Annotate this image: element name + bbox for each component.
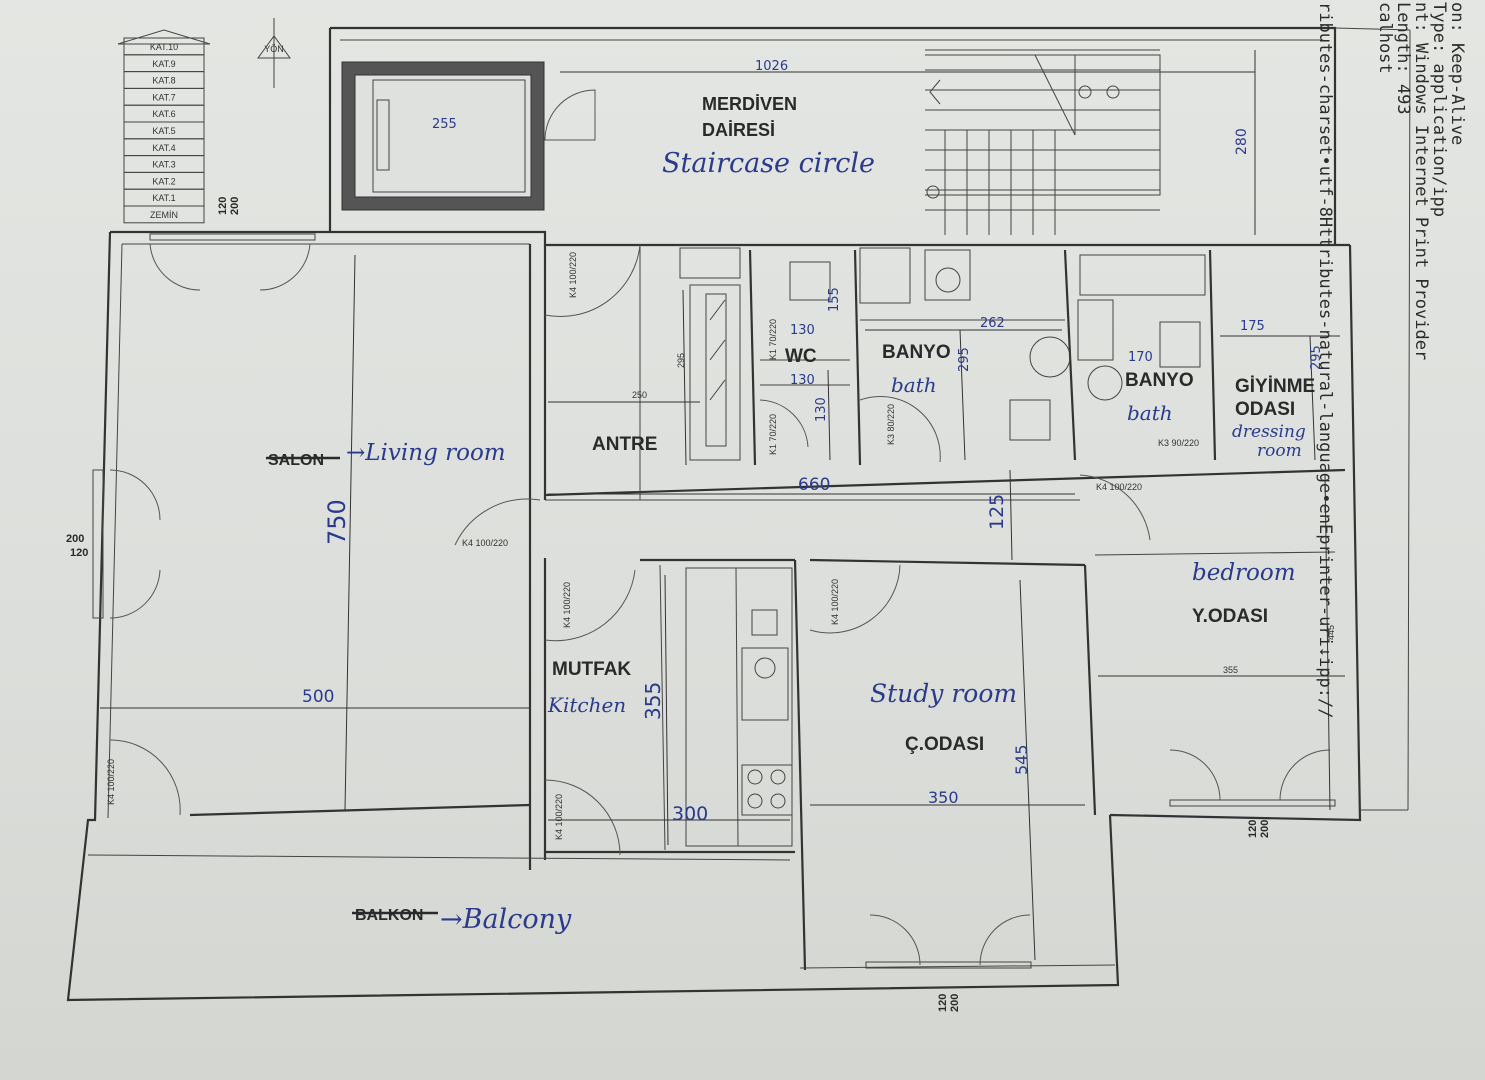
dim-255: 255 <box>432 117 457 132</box>
annotation-kitchen: Kitchen <box>547 693 626 717</box>
code-k1-wc-2: K1 70/220 <box>768 414 778 455</box>
overprint-line-5: calhost <box>1375 2 1395 74</box>
annotation-bath-1: bath <box>891 373 937 397</box>
dim-295-banyo: 295 <box>957 347 972 372</box>
room-label-c-odasi: Ç.ODASI <box>905 734 984 755</box>
window-code-bottom-a: 200 <box>949 994 961 1012</box>
dim-125: 125 <box>986 494 1008 530</box>
dim-750: 750 <box>323 499 351 545</box>
code-k4-yatak: K4 100/220 <box>1096 482 1142 492</box>
room-label-banyo-1: BANYO <box>882 342 951 363</box>
code-k3-banyo: K3 80/220 <box>886 404 896 445</box>
annotation-staircase: Staircase circle <box>662 148 875 179</box>
annotation-dressing: dressing <box>1232 422 1306 442</box>
north-arrow-label: YÖN <box>264 44 284 54</box>
room-label-mutfak: MUTFAK <box>552 659 631 680</box>
floor-level-label: KAT.1 <box>152 193 175 203</box>
floor-level-label: KAT.8 <box>152 76 175 86</box>
room-label-dairesi: DAİRESİ <box>702 120 775 140</box>
annotation-bedroom: bedroom <box>1192 560 1296 586</box>
room-label-balkon: BALKON <box>355 907 423 924</box>
overprint-line-2: Type: application/ipp <box>1429 2 1449 217</box>
handwritten-annotations: Staircase circle →Living room bath bath … <box>346 148 1306 935</box>
floor-level-label: KAT.7 <box>152 92 175 102</box>
dim-355-y: 355 <box>1223 665 1238 675</box>
dim-130-a: 130 <box>790 323 815 338</box>
code-k4-antre: K4 100/220 <box>568 252 578 298</box>
overprint-line-3: nt: Windows Internet Print Provider <box>1411 2 1431 360</box>
room-label-y-odasi: Y.ODASI <box>1192 606 1268 627</box>
code-k4-mutfak-2: K4 100/220 <box>554 794 564 840</box>
dim-660: 660 <box>798 475 830 495</box>
window-code-right-a: 200 <box>1259 820 1271 838</box>
room-label-odasi: ODASI <box>1235 399 1295 420</box>
floor-level-label: KAT.9 <box>152 59 175 69</box>
code-k1-wc: K1 70/220 <box>768 319 778 360</box>
window-code-left-a: 200 <box>66 533 84 545</box>
room-label-salon: SALON <box>268 452 324 469</box>
dim-300: 300 <box>672 803 708 825</box>
window-code-right-b: 120 <box>1247 820 1259 838</box>
room-label-wc: WC <box>785 346 817 367</box>
window-code-top-a: 200 <box>229 197 241 215</box>
dim-295-giyinme: 295 <box>1309 345 1324 370</box>
staircase <box>925 49 1160 235</box>
dim-355-m: 355 <box>641 682 665 720</box>
floor-level-label: ZEMİN <box>150 210 178 220</box>
overprint-line-4: Length: 493 <box>1393 2 1413 115</box>
code-k4-salon: K4 100/220 <box>462 538 508 548</box>
dim-350: 350 <box>928 788 959 807</box>
floor-level-label: KAT.2 <box>152 176 175 186</box>
floor-level-label: KAT.5 <box>152 126 175 136</box>
annotation-bath-2: bath <box>1127 401 1173 425</box>
code-k4-balkon: K4 100/220 <box>106 759 116 805</box>
dim-295-antre: 295 <box>676 353 686 368</box>
opening-codes: K4 100/220 K4 100/220 K4 100/220 K4 100/… <box>66 197 1271 1012</box>
building-walls <box>66 26 1411 1002</box>
dim-170: 170 <box>1128 350 1153 365</box>
annotation-study-room: Study room <box>870 679 1017 708</box>
code-k3-banyo-2: K3 90/220 <box>1158 438 1199 448</box>
room-label-banyo-2: BANYO <box>1125 370 1194 391</box>
window-code-top-b: 120 <box>217 197 229 215</box>
annotation-living-room: →Living room <box>346 440 506 466</box>
dim-445: 445 <box>1326 625 1336 640</box>
code-k4-calisma: K4 100/220 <box>830 579 840 625</box>
dim-1026: 1026 <box>755 59 788 74</box>
dim-262: 262 <box>980 316 1005 331</box>
window-code-left-b: 120 <box>70 547 88 559</box>
floor-level-label: KAT.10 <box>150 42 178 52</box>
dim-280: 280 <box>1234 128 1250 155</box>
floor-level-stack: KAT.10KAT.9KAT.8KAT.7KAT.6KAT.5KAT.4KAT.… <box>117 29 211 224</box>
dim-500: 500 <box>302 687 334 707</box>
room-label-merdiven: MERDİVEN <box>702 94 797 114</box>
dim-155: 155 <box>827 287 842 312</box>
annotation-room: room <box>1257 441 1302 461</box>
dim-130-c: 130 <box>814 397 829 422</box>
dim-250: 250 <box>632 390 647 400</box>
dim-130-b: 130 <box>790 373 815 388</box>
floor-level-label: KAT.4 <box>152 143 175 153</box>
room-labels-printed: MERDİVEN DAİRESİ SALON ANTRE WC BANYO BA… <box>266 94 1315 924</box>
room-label-giyinme: GİYİNME <box>1235 376 1315 397</box>
north-arrow: YÖN <box>257 18 291 88</box>
overprint-line-1: on: Keep-Alive <box>1447 2 1467 145</box>
window-code-bottom-b: 120 <box>937 994 949 1012</box>
dim-175: 175 <box>1240 319 1265 334</box>
dimension-labels: 1026 255 280 750 500 250 295 130 155 130… <box>302 59 1336 825</box>
overprint-ipp-text: on: Keep-Alive Type: application/ipp nt:… <box>1315 2 1467 718</box>
code-k4-mutfak: K4 100/220 <box>562 582 572 628</box>
floor-level-label: KAT.6 <box>152 109 175 119</box>
annotation-balcony: →Balcony <box>440 904 572 935</box>
dim-545: 545 <box>1012 744 1031 775</box>
overprint-line-7: ributes-charset•utf-8Httributes-natural-… <box>1315 2 1335 718</box>
floor-level-box <box>123 205 205 224</box>
floor-level-label: KAT.3 <box>152 160 175 170</box>
room-label-antre: ANTRE <box>592 434 657 455</box>
